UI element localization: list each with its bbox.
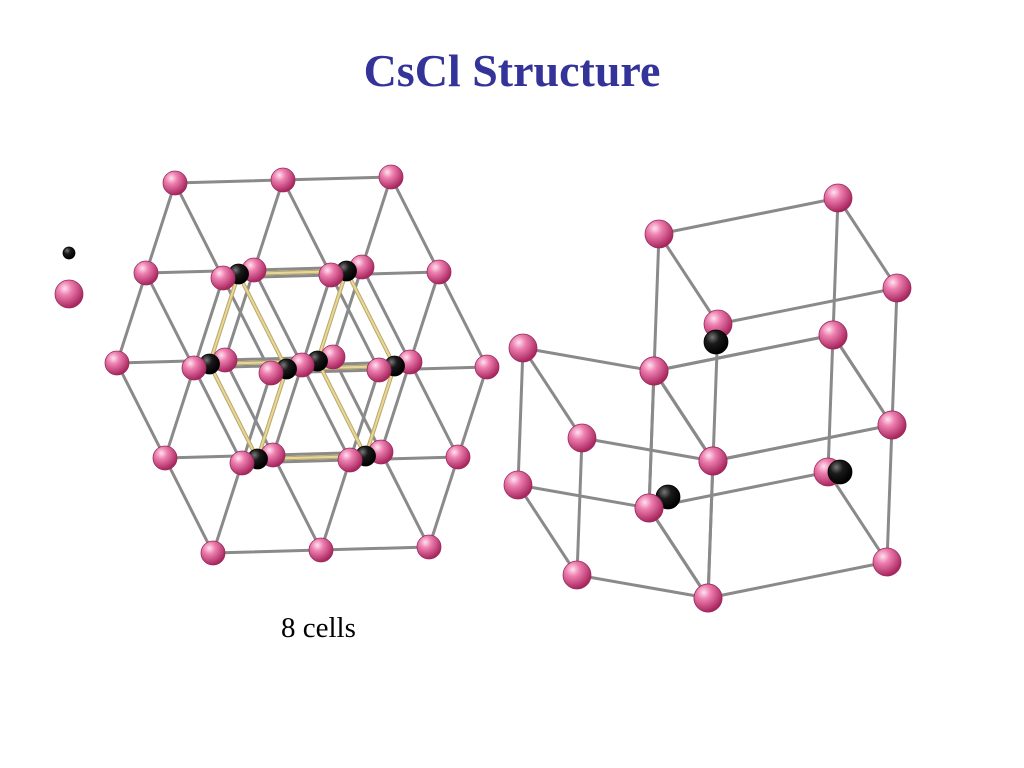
eight-cells-caption: 8 cells [281, 612, 356, 644]
lattice-bond [826, 333, 835, 474]
lattice-bond [826, 470, 889, 564]
lattice-bond [836, 196, 899, 290]
eight-cell-lattice [104, 164, 500, 566]
chloride-ion [567, 423, 597, 453]
chloride-ion [882, 273, 912, 303]
chloride-ion [698, 446, 728, 476]
chloride-ion [562, 560, 592, 590]
chloride-ion [337, 447, 363, 473]
chloride-ion [639, 356, 669, 386]
chloride-ion [366, 357, 392, 383]
ion-legend [54, 246, 84, 309]
chloride-ion [133, 260, 159, 286]
lattice-bond [516, 483, 651, 510]
chloride-ion [823, 183, 853, 213]
chloride-ion [162, 170, 188, 196]
lattice-bond [831, 196, 840, 337]
lattice-bond [521, 346, 584, 440]
lattice-bond [890, 286, 899, 427]
cs-sublattice-edge [237, 273, 288, 370]
chloride-ion [693, 583, 723, 613]
lattice-bond [652, 232, 661, 373]
cs-sublattice-edge [364, 365, 396, 457]
chloride-ion [229, 450, 255, 476]
lattice-bond [652, 333, 835, 373]
cs-sublattice-edge [208, 363, 259, 460]
chloride-ion [200, 540, 226, 566]
lattice-bond [831, 333, 894, 427]
lattice-bond [716, 286, 899, 326]
chloride-ion [508, 333, 538, 363]
lattice-bond [706, 560, 889, 600]
cs-sublattice-edge [208, 273, 240, 365]
cs-sublattice-edge [316, 360, 367, 457]
chloride-ion [877, 410, 907, 440]
slide-title: CsCl Structure [363, 45, 661, 96]
lattice-bond [652, 369, 715, 463]
lattice-bond [657, 232, 720, 326]
lattice-bond [706, 459, 715, 600]
lattice-bond [575, 573, 710, 600]
chloride-ion [270, 167, 296, 193]
chloride-ion [181, 355, 207, 381]
lattice-bond [439, 272, 458, 457]
cesium-ion [827, 459, 853, 485]
chloride-ion [634, 493, 664, 523]
lattice-bond [711, 423, 894, 463]
chloride-ion [210, 265, 236, 291]
lattice-bond [647, 506, 710, 600]
chloride-ion [308, 537, 334, 563]
chloride-ion [152, 445, 178, 471]
lattice-bond [516, 483, 579, 577]
lattice-bond [521, 346, 656, 373]
cs-sublattice-edge [256, 368, 288, 460]
chloride-ion [378, 164, 404, 190]
chloride-ion [258, 360, 284, 386]
cs-sublattice-edge [316, 270, 348, 362]
chloride-ion [318, 262, 344, 288]
lattice-bond [885, 423, 894, 564]
legend-chloride-marker [54, 279, 84, 309]
chloride-ion [644, 219, 674, 249]
legend-cesium-marker [62, 246, 76, 260]
lattice-bond [516, 346, 525, 487]
lattice-bond [575, 436, 584, 577]
lattice-bond [647, 369, 656, 510]
chloride-ion [416, 534, 442, 560]
chloride-ion [445, 444, 471, 470]
chloride-ion [503, 470, 533, 500]
chloride-ion [474, 354, 500, 380]
chloride-ion [872, 547, 902, 577]
cs-sublattice-edge [345, 270, 396, 367]
chloride-ion [818, 320, 848, 350]
lattice-bond [657, 196, 840, 236]
chloride-ion [104, 350, 130, 376]
lattice-bond [580, 436, 715, 463]
chloride-ion [426, 259, 452, 285]
cesium-ion [703, 329, 729, 355]
unit-cell-arrangement [503, 183, 912, 613]
